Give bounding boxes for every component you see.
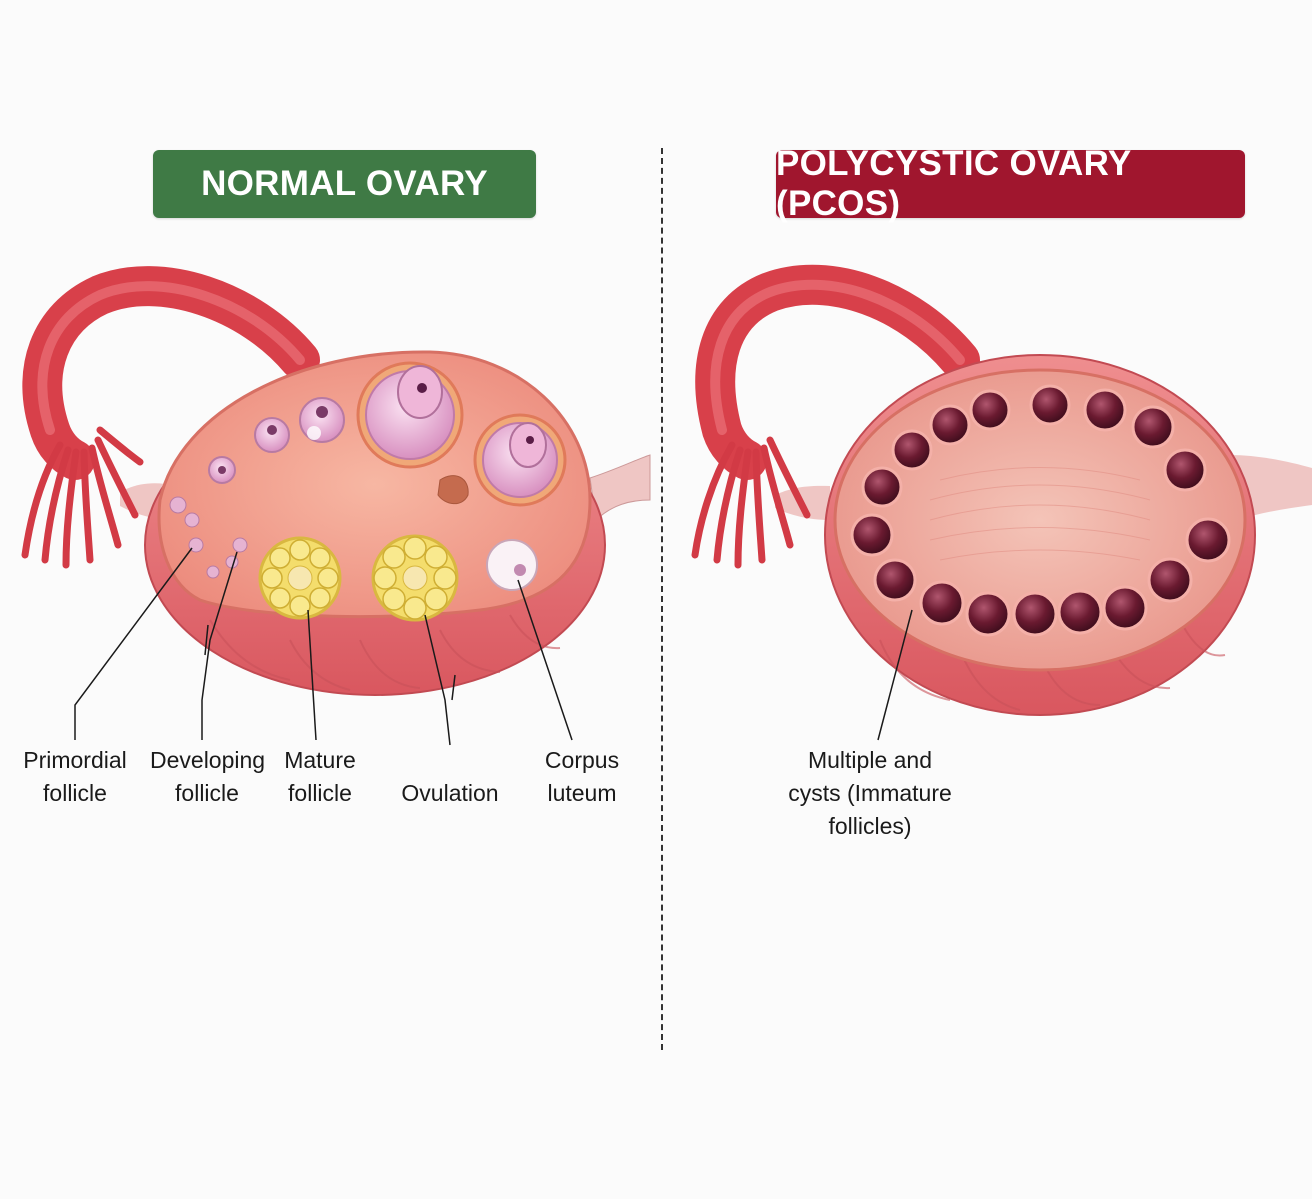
pcos-fimbriae <box>691 436 811 569</box>
label-cysts-line3: follicles) <box>828 813 912 839</box>
label-primordial-follicle: Primordial follicle <box>22 744 128 810</box>
label-cysts-line2: cysts (Immature <box>788 780 952 806</box>
mature-follicles <box>356 361 567 507</box>
label-mature-follicle: Mature follicle <box>280 744 360 810</box>
corpus-luteum-yellow <box>258 534 459 622</box>
corpus-albicans <box>486 539 538 591</box>
ovulation-site <box>437 475 469 505</box>
label-mature-line1: Mature <box>284 747 356 773</box>
label-pcos-cysts: Multiple and cysts (Immature follicles) <box>778 744 962 843</box>
label-corpus-line2: luteum <box>547 780 617 806</box>
label-ovulation-text: Ovulation <box>401 780 499 806</box>
pcos-ovary-title: POLYCYSTIC OVARY (PCOS) <box>776 144 1245 223</box>
label-developing-line2: follicle <box>175 780 239 806</box>
label-ovulation: Ovulation <box>398 777 502 810</box>
label-corpus-luteum: Corpus luteum <box>540 744 624 810</box>
normal-leader-lines <box>74 547 573 746</box>
label-cysts-line1: Multiple and <box>807 747 933 773</box>
developing-follicles <box>208 397 345 484</box>
label-corpus-line1: Corpus <box>544 747 620 773</box>
pcos-leader-line <box>877 609 913 741</box>
normal-ovary <box>21 266 651 746</box>
pcos-cysts <box>850 384 1231 637</box>
panel-divider <box>661 148 663 1050</box>
label-developing-line1: Developing <box>150 747 266 773</box>
label-mature-line2: follicle <box>288 780 352 806</box>
label-primordial-line2: follicle <box>43 780 107 806</box>
normal-ovary-title: NORMAL OVARY <box>153 150 536 218</box>
fimbriae <box>21 426 144 569</box>
pcos-ovary <box>691 264 1312 741</box>
label-primordial-line1: Primordial <box>23 747 127 773</box>
label-developing-follicle: Developing follicle <box>150 744 266 810</box>
